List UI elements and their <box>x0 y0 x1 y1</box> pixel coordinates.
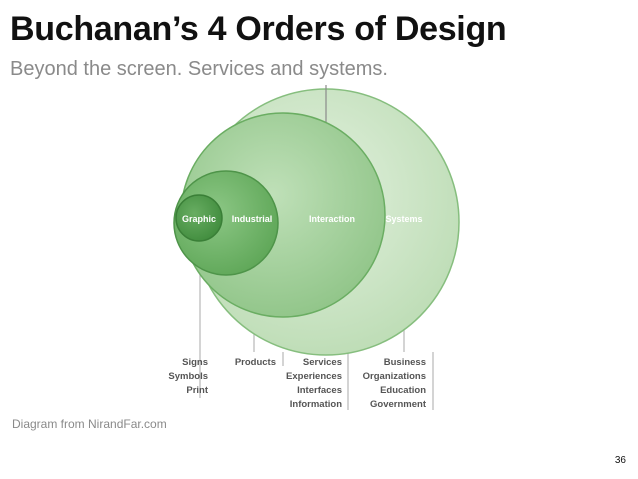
example-label: Information <box>290 399 342 410</box>
example-label: Symbols <box>168 371 208 382</box>
example-label: Government <box>370 399 427 410</box>
example-label: Education <box>380 385 426 396</box>
example-label: Signs <box>182 357 208 368</box>
source-credit: Diagram from NirandFar.com <box>12 417 167 431</box>
example-label: Organizations <box>363 371 426 382</box>
example-label: Products <box>235 357 276 368</box>
order-label-graphic: Graphic <box>182 214 216 224</box>
examples-systems: Business Organizations Education Governm… <box>363 357 427 410</box>
examples-graphic: Signs Symbols Print <box>168 357 208 396</box>
graphic-circle <box>175 194 223 242</box>
slide-subtitle: Beyond the screen. Services and systems. <box>10 58 388 80</box>
example-label: Business <box>384 357 426 368</box>
examples-industrial: Products <box>235 357 276 368</box>
order-label-systems: Systems <box>385 214 422 224</box>
order-label-industrial: Industrial <box>232 214 273 224</box>
examples-interaction: Services Experiences Interfaces Informat… <box>286 357 342 410</box>
example-label: Print <box>186 385 208 396</box>
example-label: Experiences <box>286 371 342 382</box>
slide-title: Buchanan’s 4 Orders of Design <box>10 10 507 48</box>
order-label-interaction: Interaction <box>309 214 355 224</box>
example-label: Services <box>303 357 342 368</box>
example-label: Interfaces <box>297 385 342 396</box>
page-number: 36 <box>614 455 626 466</box>
